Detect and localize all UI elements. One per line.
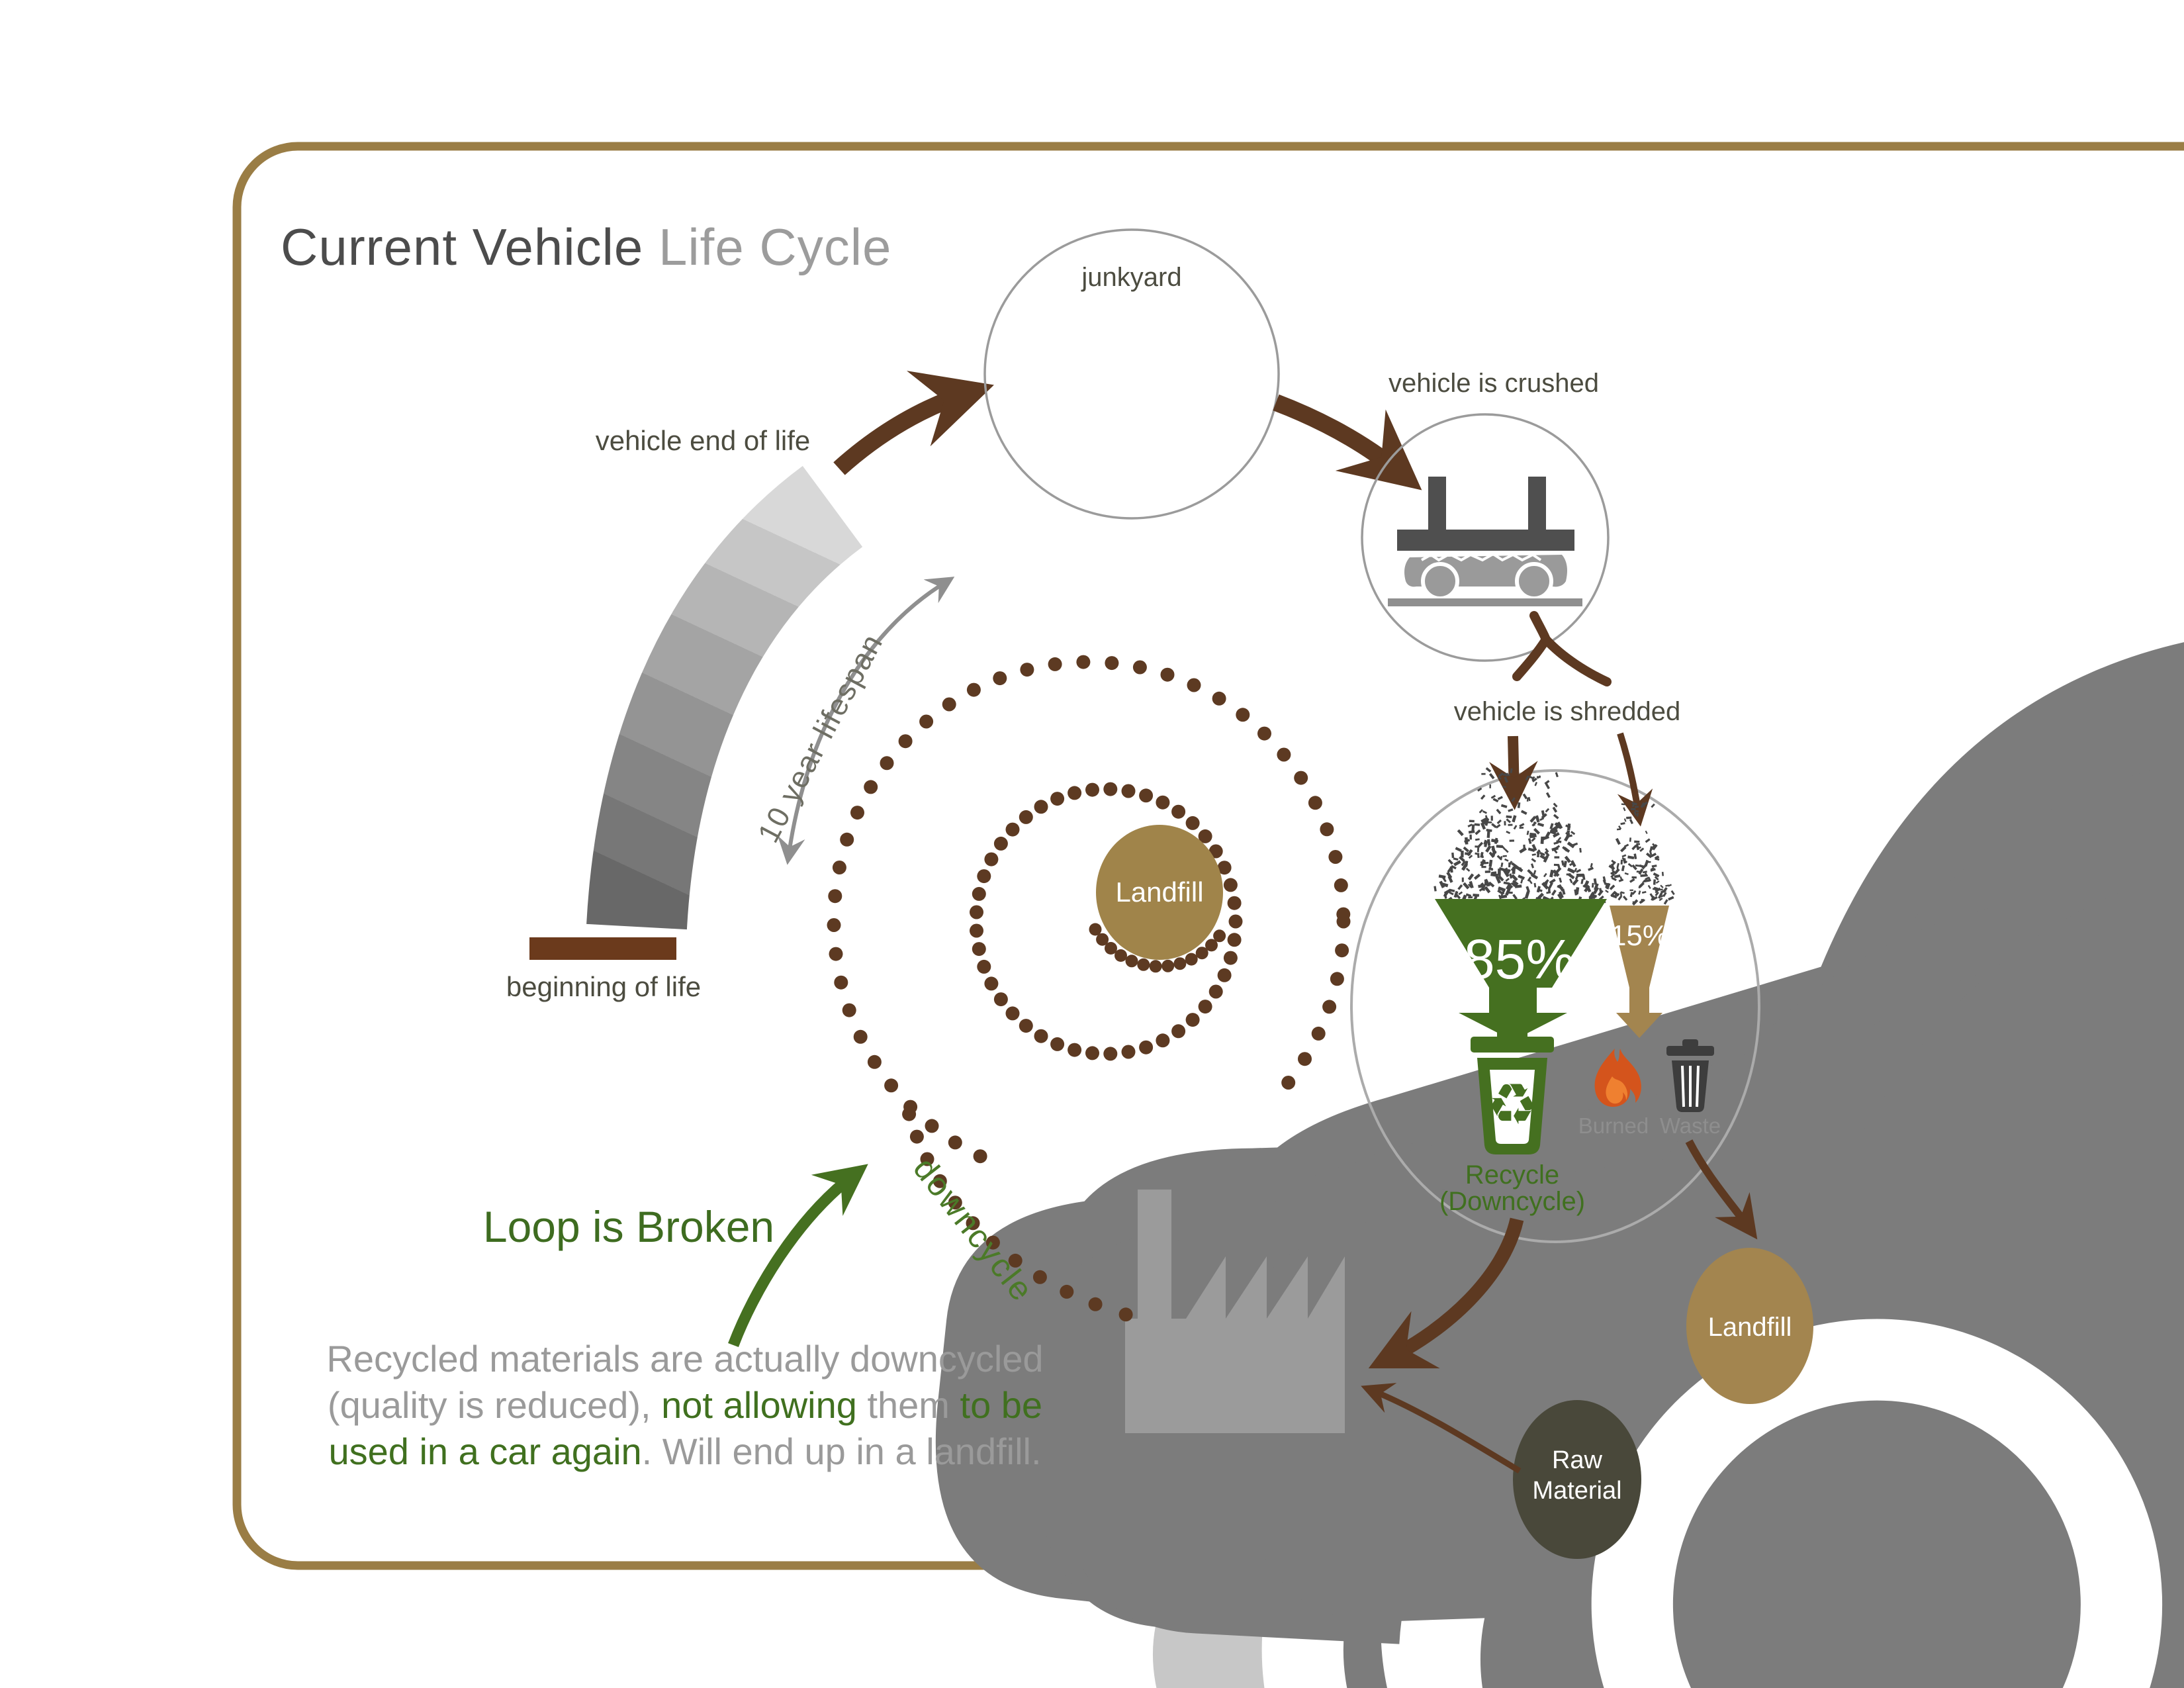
raw-material-label-1: Raw <box>1552 1446 1603 1474</box>
recycle-pct: 85% <box>1464 928 1575 990</box>
landfill-center-circle <box>1096 825 1223 960</box>
vehicle-crushed-label: vehicle is crushed <box>1388 369 1599 398</box>
page-title: Current Vehicle Life Cycle <box>281 218 891 276</box>
arrow-junkyard-to-crusher <box>1273 394 1422 491</box>
ground-bar <box>529 937 676 960</box>
svg-text:used in a car again. Will end: used in a car again. Will end up in a la… <box>328 1430 1041 1472</box>
recycle-funnel: 85% <box>1435 899 1607 1041</box>
title-part-2: Life Cycle <box>643 218 891 276</box>
raw-material-circle <box>1513 1400 1641 1559</box>
arrow-loop-broken <box>728 1164 868 1348</box>
recycle-bin-icon: ♻ <box>1471 1026 1554 1154</box>
factory-icon <box>1125 1190 1345 1433</box>
burned-label: Burned <box>1578 1113 1649 1138</box>
crusher-icon <box>1388 477 1582 606</box>
arrow-shredded-to-recycle-funnel <box>1489 735 1538 810</box>
recycle-label-1: Recycle <box>1465 1160 1559 1190</box>
explanation-paragraph: Recycled materials are actually downcycl… <box>326 1338 1043 1472</box>
burned-flame-icon <box>1594 1049 1641 1107</box>
landfill-right-circle <box>1686 1248 1813 1404</box>
raw-material-label-2: Material <box>1532 1477 1621 1505</box>
vehicle-end-of-life-label: vehicle end of life <box>596 425 811 456</box>
recycle-label-2: (Downcycle) <box>1439 1187 1585 1216</box>
arrow-shredded-to-waste-funnel <box>1617 732 1653 827</box>
crusher-circle <box>1361 413 1610 662</box>
landfill-center-label: Landfill <box>1115 876 1203 908</box>
loop-broken-label: Loop is Broken <box>483 1202 774 1251</box>
arrow-endoflife-to-junkyard <box>833 371 994 475</box>
waste-can-icon <box>1666 1039 1714 1112</box>
svg-text:(quality is reduced), not allo: (quality is reduced), not allowing them … <box>328 1384 1042 1426</box>
paragraph-line1: Recycled materials are actually downcycl… <box>326 1338 1043 1380</box>
arrow-raw-to-factory <box>1361 1383 1522 1474</box>
fork-crusher-to-shredded <box>1512 611 1612 686</box>
waste-pct: 15% <box>1610 919 1668 952</box>
lifespan-gradient-band <box>586 465 863 930</box>
downcycle-spiral-dots <box>827 655 1351 1322</box>
lifespan-label: 10 year lifespan <box>751 628 889 848</box>
arrow-waste-to-landfill <box>1685 1139 1758 1240</box>
waste-funnel: 15% <box>1610 906 1669 1038</box>
vehicle-shredded-label: vehicle is shredded <box>1454 697 1680 726</box>
beginning-of-life-label: beginning of life <box>506 971 701 1002</box>
shredding-section-circle <box>1350 769 1760 1243</box>
junkyard-label: junkyard <box>1081 263 1181 292</box>
shredded-particles <box>1433 767 1675 906</box>
arrow-recycle-to-factory <box>1368 1217 1524 1369</box>
title-part-1: Current Vehicle <box>281 218 643 276</box>
landfill-right-label: Landfill <box>1708 1313 1792 1342</box>
recycle-symbol-icon: ♻ <box>1486 1073 1537 1137</box>
waste-label: Waste <box>1660 1113 1721 1138</box>
svg-text:Recycled materials are actuall: Recycled materials are actually downcycl… <box>326 1338 1043 1380</box>
lifespan-arrow <box>777 577 955 865</box>
junkyard-circle <box>983 228 1280 520</box>
